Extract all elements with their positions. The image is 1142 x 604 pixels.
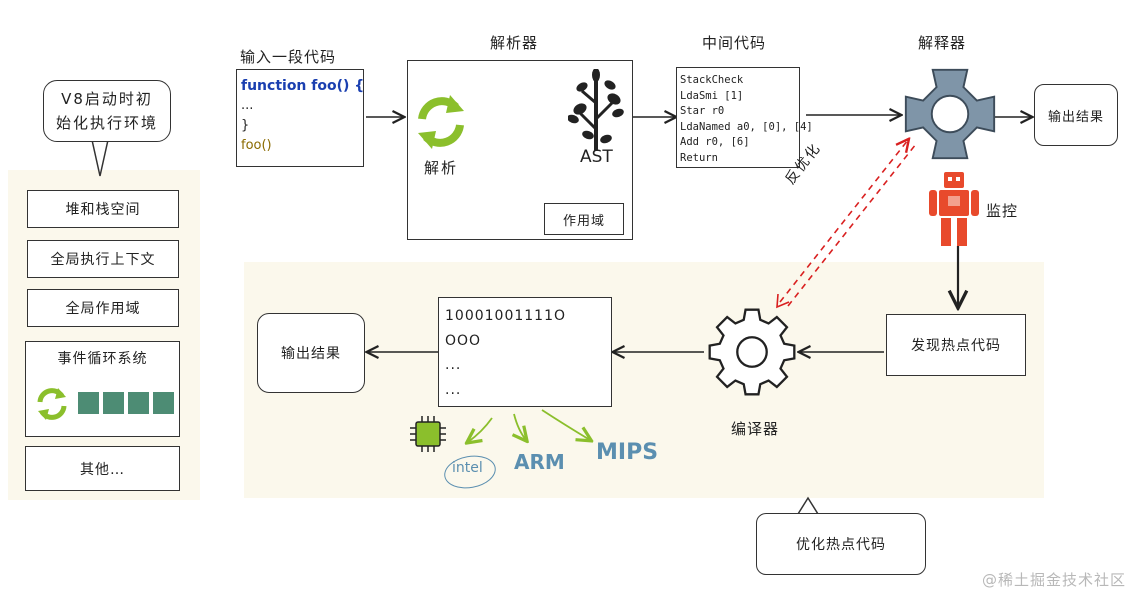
bytecode-line: LdaSmi [1] bbox=[680, 89, 744, 102]
v8-start-line2: 始化执行环境 bbox=[55, 114, 158, 132]
global-exec-context-item: 全局执行上下文 bbox=[27, 240, 179, 278]
chip-icon bbox=[410, 416, 446, 452]
bytecode-line: Star r0 bbox=[680, 105, 725, 117]
queue-cell bbox=[78, 392, 99, 414]
queue-cell bbox=[128, 392, 149, 414]
code-line-1: function foo() { bbox=[241, 78, 365, 94]
machine-code-line: OOO bbox=[445, 332, 482, 349]
input-code-title: 输入一段代码 bbox=[240, 48, 337, 66]
machine-code-line: ... bbox=[445, 381, 462, 398]
watermark: @稀土掘金技术社区 bbox=[981, 571, 1126, 589]
code-line-2: ... bbox=[241, 98, 254, 113]
bytecode-line: StackCheck bbox=[680, 74, 744, 86]
parse-label: 解析 bbox=[424, 159, 459, 177]
arrow-to-intel bbox=[468, 417, 493, 442]
machine-code-box: 10001001111O OOO ... ... bbox=[438, 297, 612, 407]
interpreter-title: 解释器 bbox=[918, 34, 967, 52]
optimize-callout: 优化热点代码 bbox=[756, 513, 926, 575]
arrow-deopt-line-b bbox=[787, 143, 917, 307]
compiler-gear-icon bbox=[708, 308, 796, 396]
ast-label: AST bbox=[580, 147, 613, 167]
parse-cycle-icon bbox=[418, 95, 464, 149]
heap-stack-item: 堆和栈空间 bbox=[27, 190, 179, 228]
ast-tree-icon bbox=[568, 69, 624, 151]
event-loop-item: 事件循环系统 bbox=[25, 341, 180, 437]
bytecode-line: LdaNamed a0, [0], [4] bbox=[680, 120, 813, 133]
v8-start-line1: V8启动时初 bbox=[61, 90, 153, 108]
others-item: 其他… bbox=[25, 446, 180, 491]
arrow-to-arm bbox=[514, 413, 526, 440]
callout-tail bbox=[91, 139, 109, 177]
bytecode-box: StackCheck LdaSmi [1] Star r0 LdaNamed a… bbox=[676, 67, 813, 168]
arrow-deopt-head-b bbox=[776, 293, 790, 309]
arrow-deopt-line-a bbox=[779, 140, 908, 303]
queue-cell bbox=[153, 392, 174, 414]
event-loop-label: 事件循环系统 bbox=[57, 351, 148, 367]
intel-label: intel bbox=[452, 460, 483, 476]
v8-start-callout: V8启动时初 始化执行环境 bbox=[43, 80, 171, 142]
bytecode-title: 中间代码 bbox=[702, 34, 767, 52]
interpreter-icon bbox=[904, 68, 996, 160]
code-line-4: foo() bbox=[241, 138, 272, 153]
compiler-panel bbox=[244, 262, 1044, 498]
compiled-output-box: 输出结果 bbox=[257, 313, 365, 393]
bytecode-line: Return bbox=[680, 151, 718, 164]
monitor-label: 监控 bbox=[986, 202, 1019, 220]
bytecode-line: Add r0, [6] bbox=[680, 136, 750, 148]
robot-icon bbox=[929, 172, 979, 246]
mips-label: MIPS bbox=[596, 440, 659, 465]
arrow-to-mips bbox=[541, 409, 590, 440]
queue-cell bbox=[103, 392, 124, 414]
interpreter-output-box: 输出结果 bbox=[1034, 84, 1118, 146]
compiler-label: 编译器 bbox=[731, 420, 780, 438]
machine-code-line: 10001001111O bbox=[445, 308, 566, 324]
scope-box: 作用域 bbox=[544, 203, 624, 235]
code-line-3: } bbox=[241, 118, 250, 133]
global-scope-item: 全局作用域 bbox=[27, 289, 179, 327]
parser-title: 解析器 bbox=[490, 34, 539, 52]
loop-icon bbox=[37, 388, 67, 420]
optimize-callout-tail bbox=[797, 496, 819, 515]
hot-code-box: 发现热点代码 bbox=[886, 314, 1026, 376]
input-code-box: function foo() { ... } foo() bbox=[236, 69, 364, 167]
task-queue bbox=[78, 392, 174, 414]
arm-label: ARM bbox=[514, 450, 565, 474]
parser-box: 解析 AST 作用域 bbox=[407, 60, 633, 240]
machine-code-line: ... bbox=[445, 357, 462, 373]
